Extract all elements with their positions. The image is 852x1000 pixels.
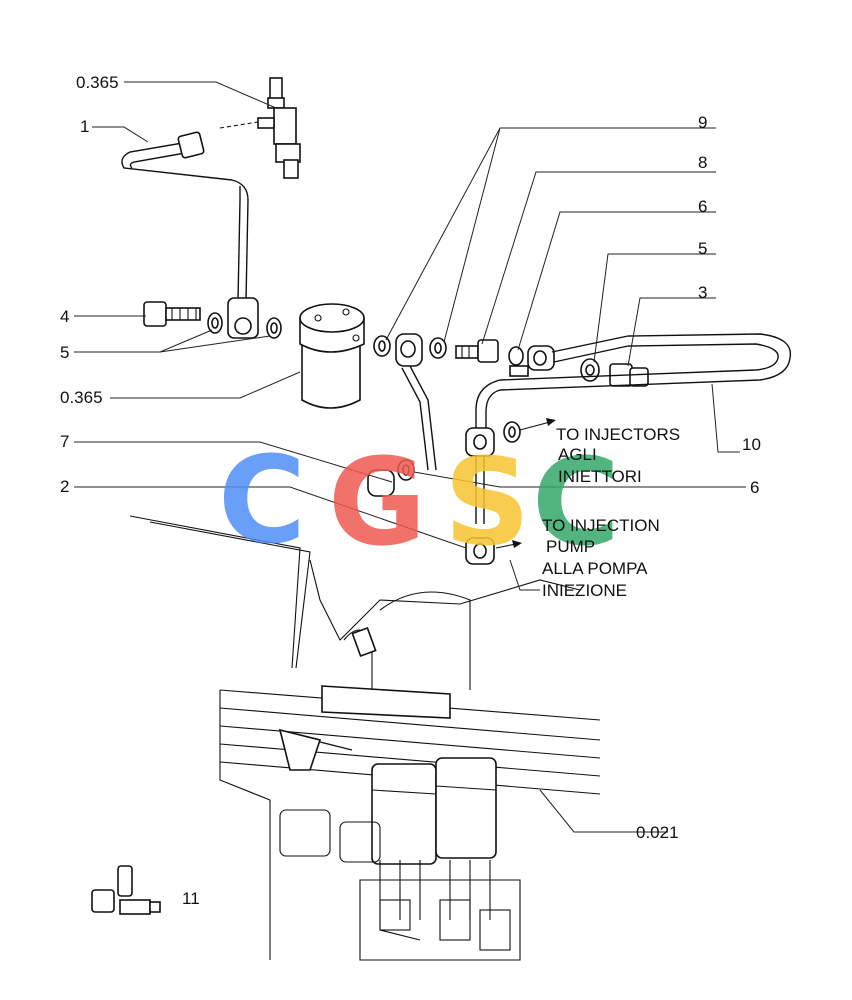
note-alla-pompa: ALLA POMPA	[542, 559, 648, 578]
watermark-letter-g: G	[328, 434, 427, 573]
watermark-letter-c1: C	[218, 432, 306, 571]
callout-6-mid: 6	[750, 478, 759, 497]
note-iniezione: INIEZIONE	[542, 581, 627, 600]
banjo-union	[395, 333, 437, 471]
washers-9	[373, 335, 447, 359]
callout-6-top: 6	[698, 197, 707, 216]
watermark-letter-s: S	[444, 434, 530, 573]
banjo-pump	[465, 537, 522, 565]
callout-11: 11	[182, 889, 200, 908]
callout-0365-top: 0.365	[76, 73, 119, 92]
callout-2: 2	[60, 477, 69, 496]
washers-5-left	[207, 312, 282, 339]
leader-lines	[74, 81, 746, 833]
note-iniettori: INIETTORI	[558, 467, 642, 486]
pipe-10	[475, 333, 792, 430]
washer-5-right	[580, 358, 600, 382]
note-agli: AGLI	[558, 445, 597, 464]
watermark: C G S C	[218, 432, 620, 573]
callout-10: 10	[742, 435, 761, 454]
kit-11	[91, 865, 161, 915]
banjo-bolt-4	[143, 301, 201, 327]
injector-part	[219, 77, 301, 179]
banjo-injectors	[465, 418, 556, 524]
note-to-injectors: TO INJECTORS	[556, 425, 680, 444]
pipe-1	[121, 131, 259, 339]
note-pump: PUMP	[546, 537, 595, 556]
callout-4: 4	[60, 307, 69, 326]
callout-0021: 0.021	[636, 823, 679, 842]
watermark-letter-c2: C	[532, 434, 620, 573]
note-to-injection: TO INJECTION	[542, 516, 660, 535]
engine-assembly	[129, 515, 601, 961]
callout-5-right: 5	[698, 239, 707, 258]
callout-7: 7	[60, 432, 69, 451]
banjo-bolt-8	[455, 339, 499, 363]
callout-9: 9	[698, 113, 707, 132]
callout-8: 8	[698, 153, 707, 172]
callout-0365-mid: 0.365	[60, 388, 103, 407]
callout-1: 1	[80, 117, 89, 136]
filter-cartridge	[299, 303, 365, 409]
callout-5-left: 5	[60, 343, 69, 362]
callout-3: 3	[698, 283, 707, 302]
washer-6-and-union	[508, 335, 629, 377]
